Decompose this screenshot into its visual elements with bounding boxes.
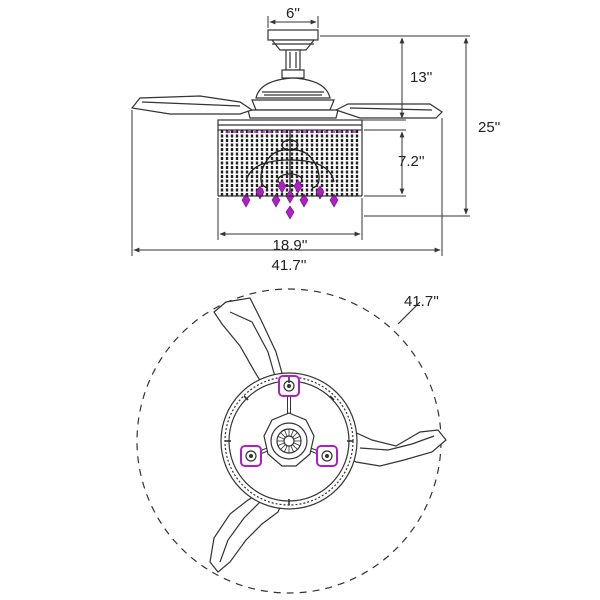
cage-top-ring (217, 119, 363, 131)
rod-to-blades-label: 13'' (410, 69, 433, 86)
crystal-drop (255, 185, 265, 200)
side-view (130, 29, 443, 131)
medallion-spoke (277, 442, 285, 446)
canopy (267, 29, 319, 51)
top-blade-3 (209, 491, 285, 573)
medallion-spoke (277, 436, 285, 440)
medallion-spoke (292, 432, 298, 438)
cage-height-label: 7.2'' (398, 153, 425, 170)
medallion-spoke (280, 444, 286, 450)
medallion-spoke (280, 432, 286, 438)
overall-height-label: 25'' (478, 119, 501, 136)
medallion-spoke (284, 445, 288, 453)
center-medallion (263, 412, 315, 467)
top-view (136, 288, 447, 594)
crystal-drop (241, 193, 251, 208)
motor-housing (247, 77, 339, 119)
crystal-drop (329, 193, 339, 208)
top-span-label: 41.7'' (404, 293, 439, 310)
side-dimension-lines (131, 16, 470, 256)
medallion-spokes (277, 429, 301, 453)
crystal-drop (299, 193, 309, 208)
light-cup-top (278, 375, 300, 397)
crystal-drop (293, 179, 303, 194)
medallion-spoke (290, 445, 294, 453)
span-leader-line (397, 301, 421, 325)
medallion-spoke (292, 444, 298, 450)
medallion-spoke (293, 442, 301, 446)
medallion-spoke (293, 436, 301, 440)
canopy-width-label: 6'' (286, 5, 300, 22)
cage-ring-ticks (225, 377, 353, 505)
light-cup-right (316, 445, 338, 467)
crystal-drop (271, 193, 281, 208)
top-blade-2 (343, 429, 447, 467)
downrod (281, 49, 305, 79)
right-blade (334, 103, 443, 119)
medallion-spoke (284, 429, 288, 437)
side-span-label: 41.7'' (272, 257, 307, 274)
chandelier-arms (245, 130, 335, 196)
cage-width-label: 18.9'' (273, 237, 308, 254)
cage-bottom (217, 130, 363, 197)
medallion-spoke (290, 429, 294, 437)
left-blade (130, 95, 254, 115)
light-cup-left (240, 445, 262, 467)
top-light-cups (240, 375, 338, 467)
crystal-drop (315, 185, 325, 200)
crystal-drop (285, 205, 295, 220)
crystal-drop (277, 179, 287, 194)
purple-crystals (226, 131, 356, 220)
